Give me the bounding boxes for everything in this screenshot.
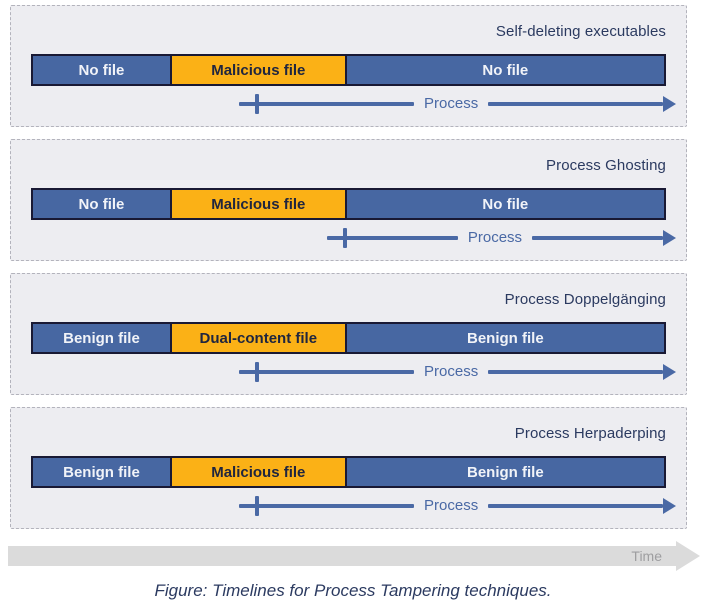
process-arrow-row: Process (31, 354, 677, 390)
panel-title: Process Ghosting (546, 157, 666, 174)
arrow-line (532, 236, 663, 240)
file-segment-blue: Benign file (344, 458, 664, 486)
process-start-tick (255, 362, 260, 382)
arrow-line (326, 236, 458, 240)
file-segment-label: No file (482, 195, 529, 213)
technique-panel: Process Herpaderping Benign file Maliciou… (10, 407, 687, 529)
process-arrow: Process (239, 93, 677, 115)
file-segment-label: Benign file (467, 463, 544, 481)
file-segment-label: Malicious file (211, 195, 306, 213)
file-segment-orange: Malicious file (169, 458, 345, 486)
file-segment-orange: Dual-content file (169, 324, 345, 352)
panel-title: Self-deleting executables (495, 23, 666, 40)
arrowhead-icon (663, 498, 677, 514)
file-timeline-bar: Benign file Dual-content file Benign file (31, 322, 666, 354)
time-arrowhead-icon (676, 541, 700, 571)
time-arrow-band: Time (8, 546, 676, 566)
file-segment-blue: No file (33, 56, 170, 84)
process-arrow-row: Process (31, 86, 677, 122)
process-arrow: Process (239, 495, 677, 517)
arrow-line (488, 370, 664, 374)
file-segment-label: No file (78, 195, 125, 213)
file-segment-blue: No file (33, 190, 170, 218)
arrow-line (239, 504, 415, 508)
process-arrow: Process (239, 361, 677, 383)
file-segment-label: Benign file (467, 329, 544, 347)
figure-caption: Figure: Timelines for Process Tampering … (154, 581, 552, 600)
file-segment-label: Benign file (63, 463, 140, 481)
file-segment-blue: Benign file (33, 324, 170, 352)
technique-panel: Process Doppelgänging Benign file Dual-co… (10, 273, 687, 395)
arrowhead-icon (663, 364, 677, 380)
file-segment-orange: Malicious file (169, 190, 345, 218)
file-segment-blue: Benign file (33, 458, 170, 486)
file-segment-label: Benign file (63, 329, 140, 347)
process-start-tick (342, 228, 347, 248)
file-segment-label: Malicious file (211, 463, 306, 481)
arrowhead-icon (663, 230, 676, 246)
process-start-tick (255, 496, 260, 516)
file-timeline-bar: No file Malicious file No file (31, 54, 666, 86)
file-timeline-bar: No file Malicious file No file (31, 188, 666, 220)
file-segment-orange: Malicious file (169, 56, 345, 84)
file-segment-blue: No file (344, 190, 664, 218)
process-start-tick (255, 94, 260, 114)
file-segment-label: No file (482, 61, 529, 79)
arrow-line (239, 102, 415, 106)
arrow-line (239, 370, 415, 374)
file-segment-label: Dual-content file (199, 329, 318, 347)
process-label: Process (424, 95, 479, 112)
arrow-line (488, 102, 664, 106)
arrowhead-icon (663, 96, 677, 112)
process-arrow-row: Process (31, 220, 676, 256)
time-axis-label: Time (631, 548, 662, 564)
panel-title: Process Doppelgänging (504, 291, 666, 308)
process-label: Process (424, 363, 479, 380)
file-timeline-bar: Benign file Malicious file Benign file (31, 456, 666, 488)
panel-title: Process Herpaderping (514, 425, 666, 442)
file-segment-blue: No file (344, 56, 664, 84)
file-segment-blue: Benign file (344, 324, 664, 352)
process-arrow: Process (326, 227, 676, 249)
file-segment-label: Malicious file (211, 61, 306, 79)
file-segment-label: No file (78, 61, 125, 79)
process-label: Process (467, 229, 523, 246)
arrow-line (488, 504, 664, 508)
technique-panel: Self-deleting executables No file Malicio… (10, 5, 687, 127)
process-arrow-row: Process (31, 488, 677, 524)
process-label: Process (424, 497, 479, 514)
time-axis: Time (0, 541, 706, 571)
